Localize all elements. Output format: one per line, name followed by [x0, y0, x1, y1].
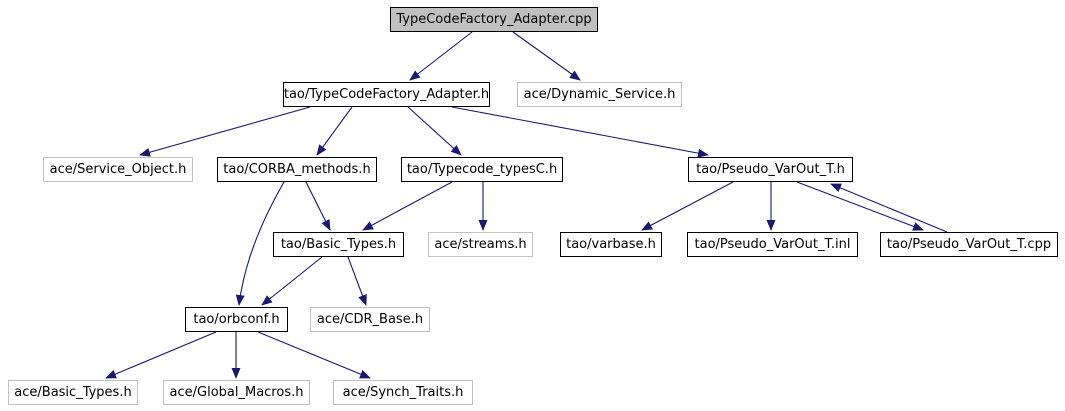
graph-node-ace-dynamic-service-h: ace/Dynamic_Service.h	[517, 82, 682, 107]
graph-node-typecodefactory-adapter-cpp: TypeCodeFactory_Adapter.cpp	[390, 7, 598, 32]
graph-node-ace-synch-traits-h: ace/Synch_Traits.h	[333, 380, 473, 405]
edge-tao-typecodefactory-adapter-h-to-ace-service-object-h	[139, 106, 311, 157]
edge-tao-typecodefactory-adapter-h-to-tao-pseudo-varout-t-h	[451, 106, 709, 158]
graph-node-tao-basic-types-h[interactable]: tao/Basic_Types.h	[273, 232, 404, 257]
edge-tao-typecodefactory-adapter-h-to-tao-corba-methods-h	[316, 106, 353, 156]
edge-tao-pseudo-varout-t-h-to-tao-varbase-h	[641, 181, 734, 231]
edge-tao-basic-types-h-to-ace-cdr-base-h	[347, 256, 367, 306]
graph-node-tao-typecode-typesc-h[interactable]: tao/Typecode_typesC.h	[401, 157, 563, 182]
graph-node-tao-pseudo-varout-t-h[interactable]: tao/Pseudo_VarOut_T.h	[688, 157, 853, 182]
edge-tao-orbconf-h-to-ace-synch-traits-h	[257, 331, 371, 379]
graph-node-tao-orbconf-h[interactable]: tao/orbconf.h	[185, 307, 288, 332]
edge-typecodefactory-adapter-cpp-to-tao-typecodefactory-adapter-h	[409, 31, 473, 81]
graph-node-ace-basic-types-h: ace/Basic_Types.h	[8, 380, 138, 405]
graph-node-tao-corba-methods-h[interactable]: tao/CORBA_methods.h	[217, 157, 377, 182]
graph-node-tao-varbase-h[interactable]: tao/varbase.h	[560, 232, 662, 257]
edge-typecodefactory-adapter-cpp-to-ace-dynamic-service-h	[512, 31, 581, 81]
edge-tao-typecode-typesc-h-to-tao-basic-types-h	[362, 181, 453, 231]
graph-node-ace-service-object-h: ace/Service_Object.h	[43, 157, 193, 182]
edge-tao-basic-types-h-to-tao-orbconf-h	[261, 256, 323, 306]
graph-node-tao-pseudo-varout-t-cpp[interactable]: tao/Pseudo_VarOut_T.cpp	[880, 232, 1058, 257]
edge-tao-typecodefactory-adapter-h-to-tao-typecode-typesc-h	[407, 106, 462, 156]
graph-node-ace-global-macros-h: ace/Global_Macros.h	[163, 380, 310, 405]
graph-node-ace-streams-h: ace/streams.h	[428, 232, 533, 257]
edge-tao-corba-methods-h-to-tao-basic-types-h	[305, 181, 331, 231]
graph-node-ace-cdr-base-h: ace/CDR_Base.h	[310, 307, 430, 332]
edge-tao-pseudo-varout-t-h-to-tao-pseudo-varout-t-cpp	[796, 181, 924, 231]
edge-tao-pseudo-varout-t-cpp-to-tao-pseudo-varout-t-h	[830, 183, 948, 233]
edge-tao-orbconf-h-to-ace-basic-types-h	[105, 331, 217, 379]
graph-node-tao-typecodefactory-adapter-h[interactable]: tao/TypeCodeFactory_Adapter.h	[283, 82, 490, 107]
graph-node-tao-pseudo-varout-t-inl[interactable]: tao/Pseudo_VarOut_T.inl	[687, 232, 858, 257]
